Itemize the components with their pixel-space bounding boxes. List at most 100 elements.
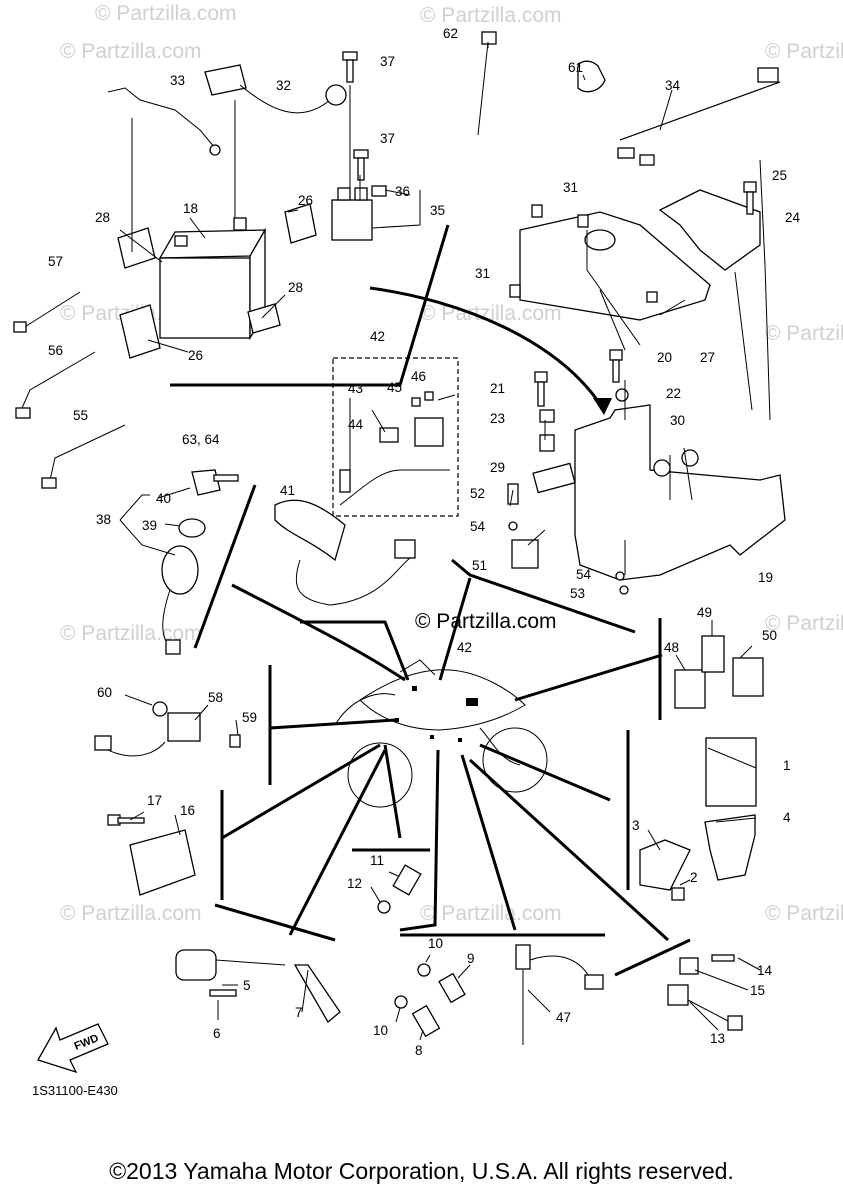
meter-lead [295, 557, 411, 606]
washer-54 [508, 521, 518, 531]
battery-cable-minus [107, 87, 216, 149]
fwd-arrow: FWD [37, 1023, 109, 1074]
cable-tie-head [481, 31, 497, 45]
callout-26: 26 [298, 193, 313, 208]
callout-30: 30 [670, 413, 685, 428]
callout-27: 27 [700, 350, 715, 365]
cable-tie-head [15, 407, 31, 419]
callout-56: 56 [48, 343, 63, 358]
cable-boot [325, 84, 347, 106]
callout-58: 58 [208, 690, 223, 705]
cable-tie-head [13, 321, 27, 333]
callout-39: 39 [142, 518, 157, 533]
nut-39 [178, 518, 206, 538]
clamp-61 [577, 60, 606, 93]
bolt-6 [209, 989, 237, 997]
relay-43 [414, 417, 444, 447]
callout-2: 2 [690, 870, 698, 885]
bolt-17 [117, 817, 145, 824]
washer-54 [615, 571, 625, 581]
battery-pad [119, 304, 161, 359]
watermark: © Partzilla.com [95, 2, 237, 25]
sensor-connector [727, 1015, 743, 1031]
callout-24: 24 [785, 210, 801, 225]
bolt-37 [342, 51, 358, 83]
sensor-connector [94, 735, 112, 751]
fuse-46 [424, 391, 434, 401]
callout-41: 41 [280, 483, 295, 498]
cable-tie-62 [477, 41, 489, 136]
callout-57: 57 [48, 254, 63, 269]
callout-35: 35 [430, 203, 445, 218]
callout-45: 45 [387, 380, 402, 395]
callout-34: 34 [665, 78, 681, 93]
rectifier-16 [129, 829, 196, 896]
callout-48: 48 [664, 640, 679, 655]
starter-relay [331, 185, 387, 241]
gasket-12 [377, 900, 391, 914]
sensor-58 [167, 712, 201, 742]
bolt-37 [353, 149, 369, 181]
bolt-59 [229, 734, 241, 748]
relay-49 [701, 635, 725, 673]
cable-tie-55 [49, 424, 126, 481]
copyright-notice: ©2013 Yamaha Motor Corporation, U.S.A. A… [109, 1158, 734, 1184]
watermark: © Partzilla.com [420, 902, 562, 925]
ecu-bracket-4 [704, 814, 756, 881]
ignition-coil-5 [175, 949, 217, 981]
callout-22: 22 [666, 386, 681, 401]
callout-28: 28 [95, 210, 110, 225]
watermark: © Partzilla.com [420, 4, 562, 27]
callout-1: 1 [783, 758, 791, 773]
callout-43: 43 [348, 381, 363, 396]
watermark: © Partzilla.com [765, 612, 843, 635]
label-leader-lines [119, 42, 771, 1041]
callout-36: 36 [395, 184, 410, 199]
callout-3: 3 [632, 818, 640, 833]
connector [339, 469, 351, 493]
bolt-14 [711, 954, 735, 962]
screw-52 [507, 483, 519, 505]
callout-46: 46 [411, 369, 426, 384]
callout-17: 17 [147, 793, 162, 808]
pad-29 [532, 462, 576, 494]
cable-tie-56 [21, 351, 96, 409]
callout-37: 37 [380, 131, 395, 146]
cable-tie-head [41, 477, 57, 489]
callout-40: 40 [156, 491, 171, 506]
callout-44: 44 [348, 417, 364, 432]
bolt-20 [612, 359, 620, 383]
damper-23 [539, 409, 555, 423]
nut-53 [619, 585, 629, 595]
callout-21: 21 [490, 381, 505, 396]
bolt-25 [743, 181, 757, 193]
callout-18: 18 [183, 201, 198, 216]
relay-50 [732, 657, 764, 697]
key-40 [191, 469, 221, 496]
callout-50: 50 [762, 628, 777, 643]
watermark: © Partzilla.com [60, 40, 202, 63]
lead-connector [617, 147, 635, 159]
meter-41 [274, 499, 346, 562]
bolt-20 [609, 349, 623, 361]
switch-9 [438, 972, 466, 1004]
watermark: © Partzilla.com [60, 622, 202, 645]
starter-cable-cover [204, 64, 247, 96]
watermark: © Partzilla.com [60, 902, 202, 925]
callout-28: 28 [288, 280, 303, 295]
cap-30 [653, 459, 671, 477]
callout-42: 42 [457, 640, 472, 655]
callout-10: 10 [373, 1023, 388, 1038]
callout-7: 7 [295, 1005, 303, 1020]
damper [539, 434, 555, 452]
sensor-47 [515, 944, 531, 970]
callout-19: 19 [758, 570, 773, 585]
watermark-layer: © Partzilla.com © Partzilla.com © Partzi… [60, 2, 843, 925]
meter-connector [394, 539, 416, 559]
key [213, 474, 239, 482]
callout-20: 20 [657, 350, 672, 365]
bolt-31 [509, 284, 521, 298]
callout-12: 12 [347, 876, 362, 891]
callout-4: 4 [783, 810, 791, 825]
